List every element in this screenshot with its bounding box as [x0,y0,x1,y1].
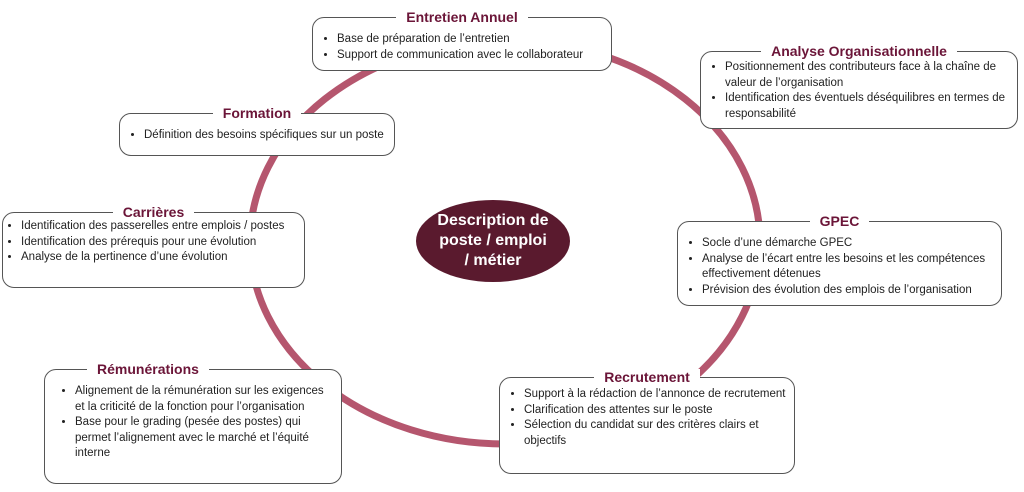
node-title: Analyse Organisationnelle [761,43,957,59]
node-title: GPEC [809,213,870,229]
node-recrutement: Recrutement Support à la rédaction de l’… [499,369,795,474]
bullet-item: Identification des passerelles entre emp… [21,219,296,235]
node-gpec: GPEC Socle d’une démarche GPECAnalyse de… [677,213,1002,306]
node-carrieres: Carrières Identification des passerelles… [2,204,305,288]
bullet-item: Sélection du candidat sur des critères c… [524,418,786,449]
bullet-item: Clarification des attentes sur le poste [524,403,786,419]
bullet-item: Alignement de la rémunération sur les ex… [75,384,333,415]
bullet-item: Identification des prérequis pour une év… [21,235,296,251]
bullet-item: Socle d’une démarche GPEC [702,236,993,252]
node-title: Carrières [112,204,195,220]
bullet-item: Support à la rédaction de l’annonce de r… [524,387,786,403]
bullet-item: Définition des besoins spécifiques sur u… [144,128,386,144]
bullet-item: Prévision des évolution des emplois de l… [702,283,993,299]
bullet-item: Base pour le grading (pesée des postes) … [75,415,333,462]
bullet-item: Support de communication avec le collabo… [337,48,603,64]
node-entretien-annuel: Entretien Annuel Base de préparation de … [312,9,612,71]
bullet-item: Positionnement des contributeurs face à … [725,60,1009,91]
bullet-item: Analyse de la pertinence d’une évolution [21,250,296,266]
node-title: Recrutement [594,369,700,385]
bullet-item: Base de préparation de l’entretien [337,32,603,48]
node-title: Entretien Annuel [396,9,528,25]
node-remunerations: Rémunérations Alignement de la rémunérat… [44,361,342,484]
node-analyse-organisationnelle: Analyse Organisationnelle Positionnement… [700,43,1018,129]
bullet-item: Analyse de l’écart entre les besoins et … [702,252,993,283]
bullet-item: Identification des éventuels déséquilibr… [725,91,1009,122]
node-title: Rémunérations [87,361,209,377]
node-title: Formation [212,105,302,121]
node-formation: Formation Définition des besoins spécifi… [119,105,395,156]
